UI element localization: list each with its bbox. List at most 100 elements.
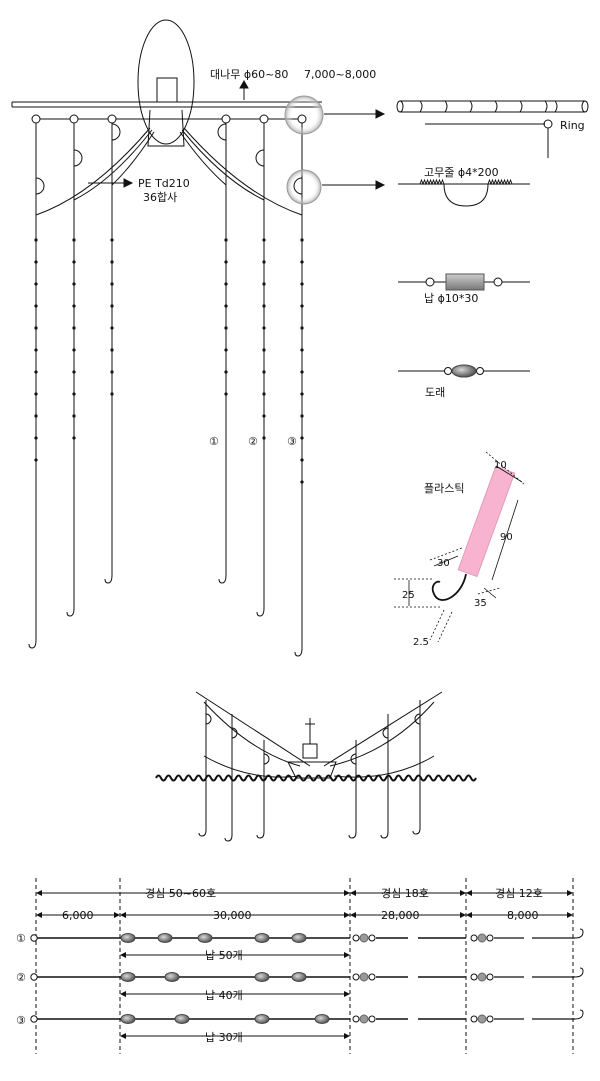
- lead-label: 납 ϕ10*30: [424, 292, 478, 305]
- lead-dot: [110, 238, 114, 242]
- magnifier-ring: [284, 95, 324, 135]
- lead-dot: [34, 458, 38, 462]
- lead-dot: [72, 414, 76, 418]
- section-label-1: 경심 50~60호: [145, 887, 216, 900]
- arrow-head: [567, 912, 573, 918]
- hook-icon: [104, 574, 113, 584]
- hook-icon: [218, 574, 227, 584]
- lead-dot: [72, 238, 76, 242]
- side-view-lines: [198, 700, 421, 842]
- pe-line: [111, 131, 155, 186]
- lure-dim-hook-height: 25: [402, 590, 415, 601]
- bamboo-pole: [11, 101, 322, 120]
- lead-dot: [262, 238, 266, 242]
- hook-icon: [412, 827, 421, 835]
- row-id-2: ②: [16, 971, 26, 984]
- lead-dot: [72, 436, 76, 440]
- lure-dim-hook-width: 30: [437, 558, 450, 569]
- lead-dot: [110, 326, 114, 330]
- line-number-3: ③: [287, 435, 297, 448]
- lead-dot: [72, 348, 76, 352]
- lead-dot: [300, 370, 304, 374]
- swivel-ring-icon: [352, 934, 360, 942]
- lead-weight-icon: [314, 1014, 330, 1024]
- pe-line: [73, 129, 153, 201]
- line-number-2: ②: [248, 435, 258, 448]
- arrow-head: [120, 1033, 126, 1039]
- swivel-icon: [359, 972, 369, 982]
- hook-icon: [28, 639, 37, 649]
- rubber-loop: [231, 727, 238, 739]
- row-id-3: ③: [16, 1014, 26, 1027]
- arrow-head: [350, 912, 356, 918]
- arrow-head: [36, 912, 42, 918]
- arrow-head: [344, 912, 350, 918]
- boat-cabin-side: [302, 743, 318, 759]
- rubber-loop: [263, 753, 270, 765]
- lead-weight-icon: [120, 972, 136, 982]
- lead-dot: [262, 282, 266, 286]
- lead-weight-icon: [197, 933, 213, 943]
- detail-arrows: [322, 109, 386, 190]
- arrow-head: [114, 912, 120, 918]
- lead-dot: [110, 282, 114, 286]
- lead-dot: [262, 392, 266, 396]
- pole-ring-icon: [259, 114, 269, 124]
- rubber-loop: [382, 727, 389, 739]
- rubber-detail: [398, 183, 530, 207]
- pe-line: [179, 131, 227, 186]
- lead-weight-icon: [120, 1014, 136, 1024]
- lead-dot: [72, 370, 76, 374]
- pe-line-label-2: 36합사: [143, 191, 177, 204]
- lure-detail: [394, 451, 525, 643]
- side-view: [195, 691, 443, 779]
- section-label-2: 경심 18호: [381, 887, 429, 900]
- bamboo-length: 7,000~8,000: [304, 68, 376, 81]
- boat-cabin: [156, 77, 178, 103]
- arrow-head: [466, 890, 472, 896]
- rubber-label: 고무줄 ϕ4*200: [424, 166, 499, 179]
- water-waves: [155, 774, 477, 782]
- row-id-1: ①: [16, 932, 26, 945]
- pole-ring-icon: [221, 114, 231, 124]
- arrow-head: [567, 890, 573, 896]
- rubber-coil: [487, 178, 513, 186]
- arrow-head: [120, 912, 126, 918]
- lead-bar-icon: [445, 273, 485, 291]
- hook-icon: [294, 647, 303, 657]
- lead-dot: [72, 326, 76, 330]
- lead-dot: [300, 480, 304, 484]
- bamboo-arrow: [239, 79, 249, 100]
- swivel-icon: [359, 933, 369, 943]
- lead-dot: [34, 282, 38, 286]
- swivel-ring-icon: [486, 1015, 494, 1023]
- lead-weight-icon: [254, 933, 270, 943]
- rubber-coil: [419, 178, 445, 186]
- segment-length-3: 28,000: [381, 909, 420, 922]
- lead-dot: [300, 436, 304, 440]
- rubber-loop: [205, 713, 212, 725]
- swivel-ring-icon: [352, 973, 360, 981]
- swivel-ring-icon: [486, 973, 494, 981]
- swivel-icon: [477, 1014, 487, 1024]
- lead-dot: [34, 414, 38, 418]
- lead-weight-icon: [291, 933, 307, 943]
- lead-weight-icon: [291, 972, 307, 982]
- swivel-ring-icon: [470, 1015, 478, 1023]
- swivel-label: 도래: [425, 386, 445, 399]
- swivel-ring-icon: [368, 973, 376, 981]
- lead-dot: [300, 260, 304, 264]
- pe-line-label: PE Td210: [138, 177, 190, 190]
- lead-dot: [110, 260, 114, 264]
- hook-icon: [431, 573, 467, 601]
- arrow-head: [344, 952, 350, 958]
- lead-weight-icon: [157, 933, 173, 943]
- lure-dim-wire: 2.5: [413, 637, 429, 648]
- rubber-loop: [217, 123, 227, 141]
- swivel-ring-icon: [486, 934, 494, 942]
- lead-dot: [262, 304, 266, 308]
- hook-icon: [380, 831, 389, 839]
- pe-line: [181, 129, 265, 201]
